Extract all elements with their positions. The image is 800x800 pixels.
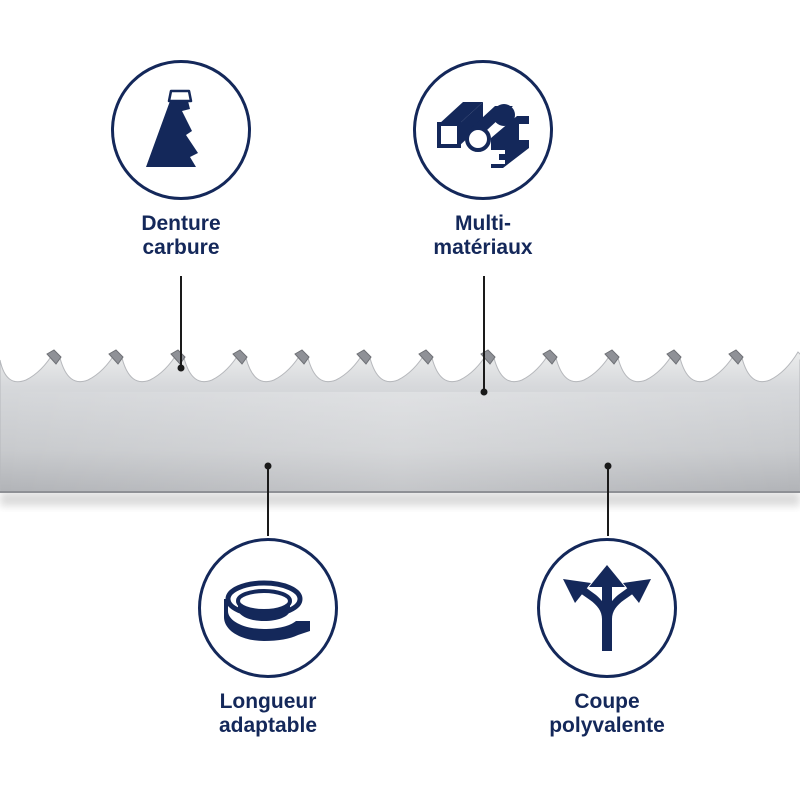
leader-dot-multi — [480, 388, 488, 396]
icon-circle — [413, 60, 553, 200]
multi-direction-arrows-icon — [563, 565, 651, 651]
feature-label-line: Longueur — [219, 690, 317, 713]
feature-label: Multi- matériaux — [373, 212, 593, 260]
feature-label: Denture carbure — [71, 212, 291, 260]
icon-circle — [537, 538, 677, 678]
carbide-tip — [108, 349, 124, 365]
feature-label-line: Denture — [141, 212, 221, 235]
feature-longueur-adaptable: Longueur adaptable — [158, 538, 378, 738]
leader-dot-denture — [177, 364, 185, 372]
feature-multi-materiaux: Multi- matériaux — [373, 60, 593, 260]
feature-label-line: adaptable — [218, 714, 318, 737]
feature-label: Longueur adaptable — [158, 690, 378, 738]
carbide-tip — [356, 349, 372, 365]
carbide-tip — [232, 349, 248, 365]
carbide-tip — [46, 349, 62, 365]
feature-label-line: Multi- — [455, 212, 511, 235]
feature-label-line: Coupe — [574, 690, 640, 713]
carbide-tip — [418, 349, 434, 365]
leader-dot-coupe — [604, 462, 612, 470]
carbide-tooth-icon — [146, 89, 198, 167]
feature-label-line: carbure — [142, 236, 220, 259]
feature-coupe-polyvalente: Coupe polyvalente — [497, 538, 717, 738]
blade-shadow — [0, 492, 800, 506]
blade-shine — [0, 392, 800, 492]
icon-circle — [198, 538, 338, 678]
carbide-tips — [46, 349, 744, 365]
carbide-tip — [542, 349, 558, 365]
feature-label: Coupe polyvalente — [497, 690, 717, 738]
feature-label-line: polyvalente — [549, 714, 665, 737]
feature-label-line: matériaux — [433, 236, 533, 259]
leader-dot-longueur — [264, 462, 272, 470]
carbide-tip — [604, 349, 620, 365]
coiled-band-icon — [224, 580, 310, 641]
carbide-tip — [294, 349, 310, 365]
carbide-tip — [728, 349, 744, 365]
carbide-tip — [666, 349, 682, 365]
feature-denture-carbure: Denture carbure — [71, 60, 291, 260]
materials-profiles-icon — [437, 102, 529, 168]
icon-circle — [111, 60, 251, 200]
